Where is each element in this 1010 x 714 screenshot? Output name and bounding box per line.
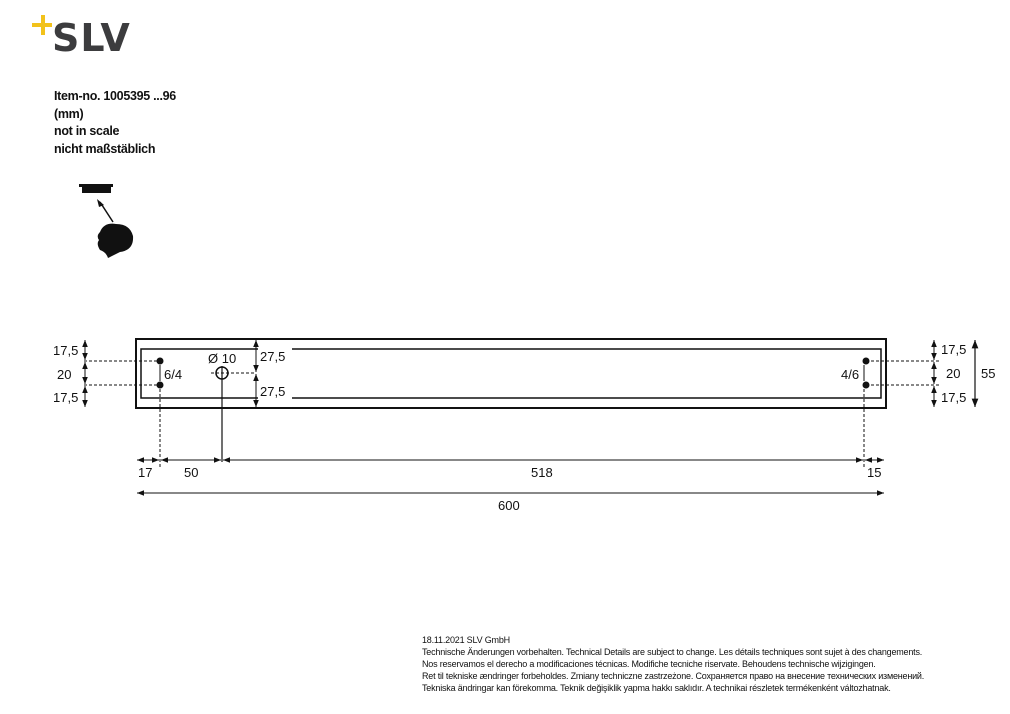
bottom-dims: 17 50 518 15 [137,457,884,480]
plus-accent-icon [32,15,52,35]
left-dim-top: 17,5 [53,343,78,358]
right-hole-label: 4/6 [841,367,859,382]
footer-line: Tekniska ändringar kan förekomma. Teknik… [422,683,891,693]
total-length-dim: 600 [137,490,884,513]
item-number: Item-no. 1005395 ...96 [54,89,176,103]
left-dim-bottom: 17,5 [53,390,78,405]
brand-name: SLV [52,16,131,60]
left-holes: 6/4 [156,357,182,389]
bottom-dim-15: 15 [867,465,881,480]
scale-note-en: not in scale [54,124,120,138]
right-dims: 17,5 20 17,5 55 [866,340,995,407]
bottom-dim-17: 17 [138,465,152,480]
left-hole-label: 6/4 [164,367,182,382]
center-hole-label: Ø 10 [208,351,236,366]
footer-date-company: 18.11.2021 SLV GmbH [422,635,510,645]
footer-disclaimer: 18.11.2021 SLV GmbH Technische Änderunge… [422,634,924,694]
right-dim-top: 17,5 [941,342,966,357]
unit-label: (mm) [54,106,84,121]
total-length-label: 600 [498,498,520,513]
footer-line: Ret til tekniske ændringer forbeholdes. … [422,671,925,681]
bottom-dim-518: 518 [531,465,553,480]
total-height-dim: 55 [981,366,995,381]
center-hole: Ø 10 [208,351,256,462]
footer-line: Technische Änderungen vorbehalten. Techn… [422,647,923,657]
header-info: Item-no. 1005395 ...96 (mm) not in scale… [54,88,176,158]
left-dim-middle: 20 [57,367,71,382]
right-dim-bottom: 17,5 [941,390,966,405]
left-dims: 17,5 20 17,5 [53,340,160,407]
footer-line: Nos reservamos el derecho a modificacion… [422,659,876,669]
right-holes: 4/6 [841,357,870,389]
bottom-dim-50: 50 [184,465,198,480]
mounting-icon [79,184,134,258]
height-dim-top: 27,5 [260,349,285,364]
height-dims: 27,5 27,5 [253,340,285,407]
slv-logo [30,14,140,64]
right-dim-middle: 20 [946,366,960,381]
profile-outline [135,338,887,409]
height-dim-bottom: 27,5 [260,384,285,399]
scale-note-de: nicht maßstäblich [54,141,156,156]
